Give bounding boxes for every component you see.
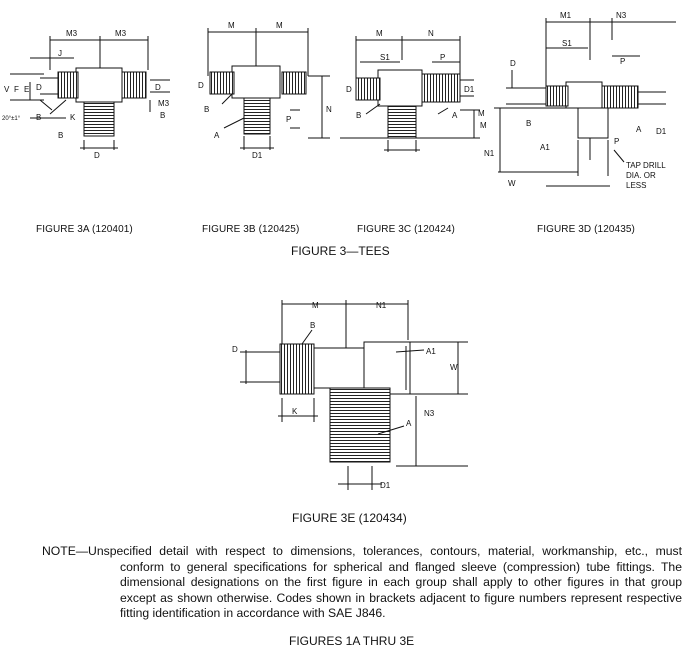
- fig3a-label-angle: 20°±1°: [2, 116, 21, 122]
- fig3a-label-m3-right: M3: [115, 29, 127, 38]
- fig3b-label-d: D: [198, 81, 204, 90]
- note-paragraph: NOTE—Unspecified detail with respect to …: [42, 544, 682, 622]
- fig3d-label-tap: TAP DRILL: [626, 161, 666, 170]
- fig3d-label-n3: N3: [616, 11, 627, 20]
- fig3e-label-w: W: [450, 363, 458, 372]
- fig3a-label-m3-left: M3: [66, 29, 78, 38]
- fig3a-label-b-left: B: [36, 113, 41, 122]
- fig3c-label-s1: S1: [380, 53, 390, 62]
- figure-3e-caption: FIGURE 3E (120434): [292, 511, 407, 525]
- fig3b-label-b: B: [204, 105, 209, 114]
- fig3d-label-d1: D1: [656, 127, 667, 136]
- figure-3c-caption: FIGURE 3C (120424): [357, 224, 455, 235]
- figure-3c-drawing: [340, 36, 480, 152]
- fig3b-label-p: P: [286, 115, 291, 124]
- fig3e-label-a: A: [406, 419, 412, 428]
- fig3d-label-dia: DIA. OR: [626, 171, 656, 180]
- fig3c-label-d: D: [346, 85, 352, 94]
- fig3c-label-p: P: [440, 53, 445, 62]
- fig3d-label-m1: M1: [560, 11, 572, 20]
- fig3b-label-d1: D1: [252, 151, 263, 160]
- fig3a-label-m3-side: M3: [158, 99, 170, 108]
- note-text: Unspecified detail with respect to dimen…: [88, 544, 682, 620]
- fig3a-label-f: F: [14, 85, 19, 94]
- fig3e-label-m: M: [312, 301, 319, 310]
- fig3c-label-b: B: [356, 111, 361, 120]
- figure-3a-drawing: [10, 36, 170, 150]
- fig3a-label-b-right: B: [160, 111, 165, 120]
- fig3a-label-k: K: [70, 113, 76, 122]
- fig3a-label-d-right: D: [155, 83, 161, 92]
- fig3e-label-d1: D1: [380, 481, 391, 490]
- fig3b-label-m-right: M: [276, 21, 283, 30]
- fig3c-label-a: A: [452, 111, 458, 120]
- fig3a-label-b-lower: B: [58, 131, 63, 140]
- figure-3e-drawing: M N1 B D A1 W K N3 A D1: [232, 300, 468, 490]
- fig3c-label-d1: D1: [464, 85, 475, 94]
- footer-title: FIGURES 1A THRU 3E: [289, 634, 415, 648]
- fig3d-label-p-bottom: P: [614, 137, 619, 146]
- fig3d-label-a: A: [636, 125, 642, 134]
- fig3d-label-a1: A1: [540, 143, 550, 152]
- fig3e-label-k: K: [292, 407, 298, 416]
- fig3a-label-v: V: [4, 85, 10, 94]
- figure-3d-caption: FIGURE 3D (120435): [537, 224, 635, 235]
- fig3b-label-m-left: M: [228, 21, 235, 30]
- fig3a-label-d-bottom: D: [94, 151, 100, 160]
- fig3e-label-a1: A1: [426, 347, 436, 356]
- fig3a-label-j: J: [58, 49, 62, 58]
- fig3c-label-n: N: [428, 29, 434, 38]
- fig3e-label-b: B: [310, 321, 315, 330]
- note-label: NOTE—: [42, 544, 89, 558]
- fig3d-label-less: LESS: [626, 181, 646, 190]
- figure-3a-caption: FIGURE 3A (120401): [36, 224, 133, 235]
- figure-3b-drawing: [207, 28, 330, 150]
- fig3d-label-b: B: [526, 119, 531, 128]
- fig3d-label-s1: S1: [562, 39, 572, 48]
- fig3e-label-d: D: [232, 345, 238, 354]
- fig3a-label-d-left: D: [36, 83, 42, 92]
- fig3d-label-w: W: [508, 179, 516, 188]
- fig3b-label-a: A: [214, 131, 220, 140]
- fig3d-label-n1: N1: [484, 149, 495, 158]
- group-title: FIGURE 3—TEES: [291, 244, 390, 258]
- fig3c-label-m-side: M: [480, 121, 487, 130]
- fig3a-label-e: E: [24, 85, 29, 94]
- figure-3b-caption: FIGURE 3B (120425): [202, 224, 300, 235]
- fig3b-label-n: N: [326, 105, 332, 114]
- fig3e-label-n3: N3: [424, 409, 435, 418]
- fig3d-label-d: D: [510, 59, 516, 68]
- fig3d-label-p-top: P: [620, 57, 625, 66]
- fig3e-label-n1: N1: [376, 301, 387, 310]
- figure-3-drawings: M3 M3 J V F E D D 20°±1° B B B K M3 D M …: [2, 11, 676, 190]
- fig3d-label-m: M: [478, 109, 485, 118]
- figure-3d-drawing: [494, 18, 676, 187]
- fig3c-label-m: M: [376, 29, 383, 38]
